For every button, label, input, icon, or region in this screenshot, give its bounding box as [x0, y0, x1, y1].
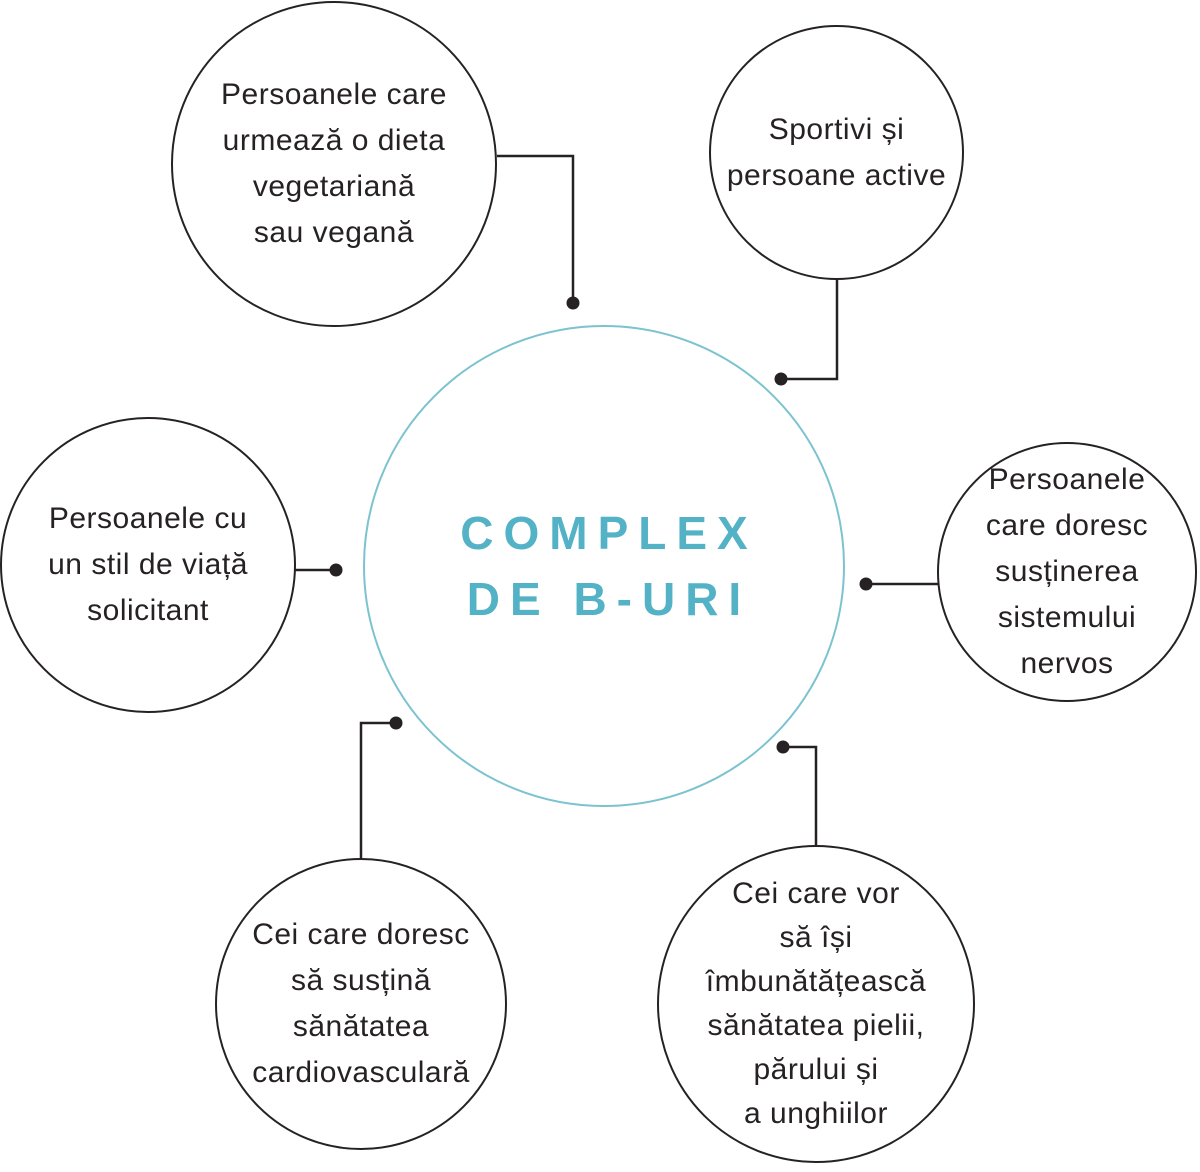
label-line: sănătatea [292, 1010, 430, 1043]
node-label: Persoanele care doresc susținerea sistem… [986, 457, 1148, 687]
center-label-line: COMPLEX [460, 507, 758, 559]
connector-dot [774, 372, 788, 386]
label-line: susținerea [995, 555, 1139, 588]
node-vegetarian-diet: Persoanele care urmează o dieta vegetari… [171, 1, 497, 327]
label-line: persoane active [726, 158, 947, 192]
connector-cardiovascular [359, 721, 396, 859]
label-line: vegetariană [252, 170, 416, 203]
connector-skin-hair-nails [783, 745, 818, 846]
node-label: Sportivi și persoane active [727, 107, 946, 199]
connector-athletes [781, 280, 839, 381]
label-line: Persoanele care [221, 78, 447, 111]
label-line: Cei care doresc [252, 918, 470, 951]
label-line: urmează o dieta [222, 124, 446, 157]
center-label-line: DE B-URI [466, 573, 752, 625]
label-line: Persoanele [988, 463, 1146, 496]
center-circle: COMPLEX DE B-URI [363, 325, 845, 807]
label-line: sănătatea pielii, [707, 1009, 925, 1042]
node-label: Cei care doresc să susțină sănătatea car… [252, 912, 470, 1096]
connector-dot [389, 716, 403, 730]
center-label: COMPLEX DE B-URI [460, 500, 747, 632]
label-line: sistemului [997, 601, 1137, 634]
connector-dot [329, 563, 343, 577]
node-label: Persoanele cu un stil de viață solicitan… [48, 496, 248, 634]
node-cardiovascular: Cei care doresc să susțină sănătatea car… [215, 858, 507, 1150]
label-line: părului și [753, 1053, 879, 1086]
label-line: Persoanele cu [48, 502, 248, 535]
label-line: sau vegană [253, 216, 415, 249]
label-line: să își [779, 921, 853, 954]
node-nervous-system: Persoanele care doresc susținerea sistem… [937, 442, 1197, 702]
label-line: Sportivi și [768, 112, 905, 146]
connector-dot [566, 296, 580, 310]
label-line: un stil de viață [48, 548, 248, 581]
label-line: solicitant [87, 594, 209, 627]
label-line: nervos [1020, 647, 1114, 680]
node-skin-hair-nails: Cei care vor să își îmbunătățească sănăt… [657, 845, 975, 1163]
connector-dot [776, 740, 790, 754]
label-line: să susțină [290, 964, 432, 997]
connector-vegetarian-diet [497, 154, 575, 303]
label-line: care doresc [985, 509, 1149, 542]
label-line: a unghiilor [744, 1097, 888, 1130]
connector-dot [859, 577, 873, 591]
label-line: Cei care vor [732, 877, 900, 910]
label-line: îmbunătățească [705, 965, 927, 998]
node-label: Persoanele care urmează o dieta vegetari… [221, 72, 447, 256]
node-demanding-lifestyle: Persoanele cu un stil de viață solicitan… [0, 417, 296, 713]
label-line: cardiovasculară [252, 1056, 470, 1089]
node-label: Cei care vor să își îmbunătățească sănăt… [706, 872, 926, 1136]
node-athletes: Sportivi și persoane active [709, 25, 964, 280]
